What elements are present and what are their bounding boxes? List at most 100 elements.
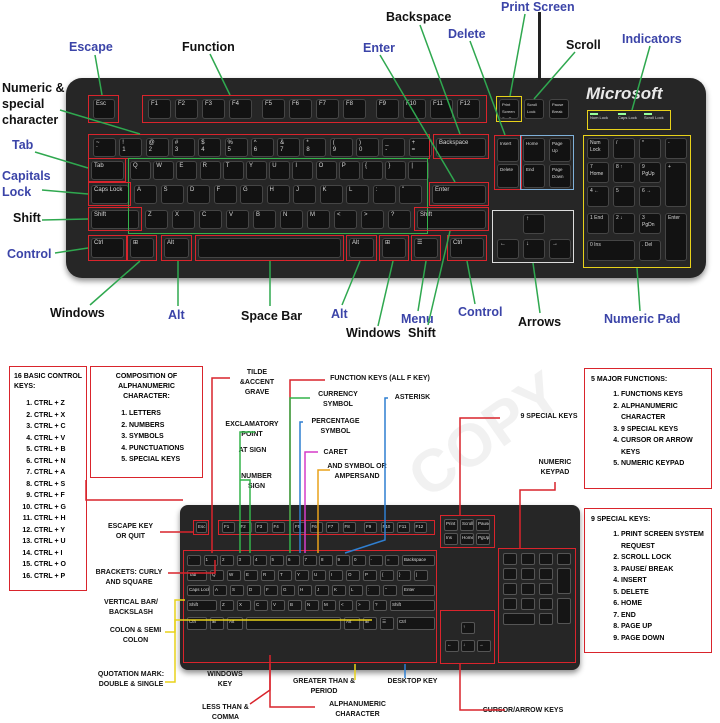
major-function-item: CURSOR OR ARROW KEYS — [621, 435, 705, 458]
special-key-item: END — [621, 610, 705, 622]
key-scroll-lock[interactable]: Scroll Lock — [524, 99, 544, 119]
highlight-win-right — [379, 235, 409, 261]
control-key-item: CTRL + Y — [34, 525, 82, 537]
highlight-alpha — [128, 158, 428, 234]
label-exclamatory: EXCLAMATORY POINT — [223, 420, 281, 440]
label-delete: Delete — [448, 27, 486, 41]
label-desktop-key: DESKTOP KEY — [380, 677, 445, 687]
key-pause-break[interactable]: Pause Break — [549, 99, 569, 119]
composition-item: SYMBOLS — [129, 431, 194, 443]
label-arrows: Arrows — [518, 315, 561, 329]
special-key-item: SCROLL LOCK — [621, 552, 705, 564]
special-key-item: PAGE UP — [621, 621, 705, 633]
highlight-caps — [88, 182, 131, 206]
highlight-shift-left — [88, 207, 142, 231]
special-key-item: PAUSE/ BREAK — [621, 564, 705, 576]
label-function: Function — [182, 40, 235, 54]
label-indicators: Indicators — [622, 32, 682, 46]
highlight-insert-delete — [494, 135, 522, 190]
label-and-symbol: AND SYMBOL OR AMPERSAND — [327, 462, 387, 482]
control-key-item: CTRL + S — [34, 479, 82, 491]
panel-composition-title: COMPOSITION OF ALPHANUMERIC CHARACTER: — [99, 372, 194, 402]
bhl-arrows — [440, 610, 495, 664]
label-tilde: TILDE &ACCENT GRAVE — [232, 368, 282, 398]
bhl-function — [218, 520, 435, 535]
label-numeric-special: Numeric & special character — [2, 80, 65, 128]
highlight-enter — [429, 182, 489, 206]
highlight-number-row — [88, 134, 430, 159]
control-key-item: CTRL + A — [34, 467, 82, 479]
major-function-item: FUNCTIONS KEYS — [621, 389, 705, 401]
label-caret: CARET — [318, 448, 353, 458]
highlight-function — [142, 95, 487, 123]
label-alphanumeric: ALPHANUMERIC CHARACTER — [315, 700, 400, 720]
highlight-backspace — [433, 134, 489, 159]
label-control-right: Control — [458, 305, 502, 319]
highlight-menu — [411, 235, 441, 261]
control-key-item: CTRL + B — [34, 444, 82, 456]
highlight-indicators — [587, 110, 671, 130]
highlight-ctrl-left — [88, 235, 127, 261]
panel-control-keys-title: 16 BASIC CONTROL KEYS: — [14, 372, 82, 392]
control-key-item: CTRL + O — [34, 559, 82, 571]
highlight-win-left — [127, 235, 157, 261]
label-numeric-keypad: NUMERIC KEYPAD — [530, 458, 580, 478]
label-enter: Enter — [363, 41, 395, 55]
control-key-item: CTRL + N — [34, 456, 82, 468]
panel-control-keys: 16 BASIC CONTROL KEYS: CTRL + ZCTRL + XC… — [9, 366, 87, 591]
composition-item: LETTERS — [129, 408, 194, 420]
major-function-item: 9 SPECIAL KEYS — [621, 424, 705, 436]
label-control-left: Control — [7, 247, 51, 261]
label-backspace: Backspace — [386, 10, 451, 24]
keyboard-cable — [538, 12, 541, 80]
label-less-than: LESS THAN & COMMA — [198, 703, 253, 723]
label-windows-left: Windows — [50, 306, 105, 320]
highlight-esc — [88, 95, 119, 123]
label-capitals-lock: Capitals Lock — [2, 168, 51, 200]
label-tab: Tab — [12, 138, 33, 152]
control-key-item: CTRL + P — [34, 571, 82, 583]
panel-composition: COMPOSITION OF ALPHANUMERIC CHARACTER: L… — [90, 366, 203, 478]
label-colon: COLON & SEMI COLON — [108, 626, 163, 646]
label-numeric-pad: Numeric Pad — [604, 312, 680, 326]
panel-major-functions: 5 MAJOR FUNCTIONS: FUNCTIONS KEYSALPHANU… — [584, 368, 712, 489]
control-key-item: CTRL + U — [34, 536, 82, 548]
control-key-item: CTRL + F — [34, 490, 82, 502]
highlight-ctrl-right — [447, 235, 487, 261]
bhl-special — [440, 515, 495, 548]
bhl-esc — [193, 520, 209, 535]
brand-logo: Microsoft — [586, 84, 663, 104]
label-escape-key: ESCAPE KEY OR QUIT — [103, 522, 158, 542]
highlight-alt-right — [346, 235, 377, 261]
special-key-item: PAGE DOWN — [621, 633, 705, 645]
control-key-item: CTRL + Z — [34, 398, 82, 410]
bhl-alpha — [183, 550, 437, 663]
label-print-screen: Print Screen — [501, 0, 575, 14]
composition-item: NUMBERS — [129, 420, 194, 432]
label-quotation: QUOTATION MARK: DOUBLE & SINGLE — [96, 670, 166, 690]
label-asterisk: ASTERISK — [390, 393, 435, 403]
major-function-item: ALPHANUMERIC CHARACTER — [621, 401, 705, 424]
label-scroll: Scroll — [566, 38, 601, 52]
highlight-alt-left — [161, 235, 192, 261]
panel-special-keys: 9 SPECIAL KEYS: PRINT SCREEN SYSTEM REQU… — [584, 508, 712, 653]
label-shift-left: Shift — [13, 211, 41, 225]
label-number-sign: NUMBER SIGN — [234, 472, 279, 492]
label-brackets: BRACKETS: CURLY AND SQUARE — [90, 568, 168, 588]
bhl-numpad — [498, 548, 576, 663]
panel-major-functions-title: 5 MAJOR FUNCTIONS: — [591, 375, 705, 385]
highlight-space — [195, 235, 344, 261]
label-shift-right: Shift — [408, 326, 436, 340]
highlight-tab — [88, 158, 126, 182]
special-key-item: HOME — [621, 598, 705, 610]
special-key-item: PRINT SCREEN SYSTEM REQUEST — [621, 529, 705, 552]
composition-item: SPECIAL KEYS — [129, 454, 194, 466]
label-space-bar: Space Bar — [241, 309, 302, 323]
label-currency: CURRENCY SYMBOL — [308, 390, 368, 410]
label-menu: Menu — [401, 312, 434, 326]
label-nine-special: 9 SPECIAL KEYS — [514, 412, 584, 422]
label-at-sign: AT SIGN — [230, 446, 275, 456]
highlight-numpad — [583, 135, 691, 268]
control-key-item: CTRL + G — [34, 502, 82, 514]
control-key-item: CTRL + I — [34, 548, 82, 560]
